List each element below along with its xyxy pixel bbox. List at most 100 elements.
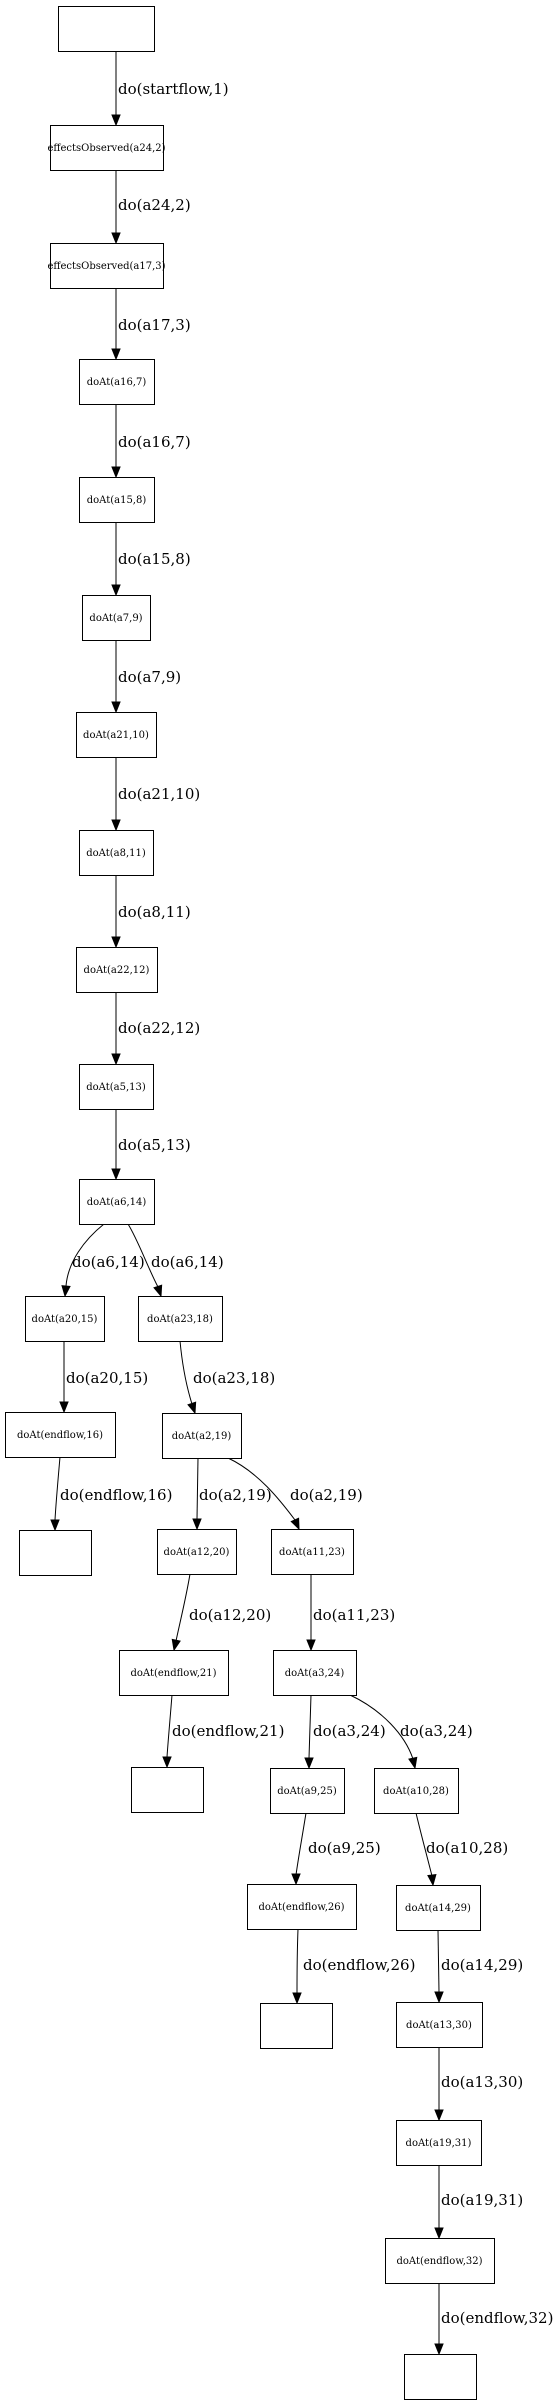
node: doAt(a11,23) (271, 1529, 354, 1575)
node-box (25, 1296, 105, 1342)
node-box (79, 477, 155, 523)
edge: do(a22,12) (111, 992, 200, 1066)
edge: do(a13,30) (434, 2047, 523, 2122)
edge-line (227, 1457, 296, 1521)
edge: do(a5,13) (111, 1109, 191, 1181)
edge: do(a17,3) (111, 288, 191, 361)
node-label: doAt(a20,15) (32, 1314, 98, 1325)
edge: do(a14,29) (434, 1929, 523, 2004)
edge: do(a19,31) (434, 2165, 523, 2240)
edge-label: do(a6,14) (151, 1253, 224, 1271)
node-box (82, 595, 151, 641)
edge-line (179, 1340, 193, 1405)
node: doAt(a7,9) (82, 595, 151, 641)
node-label: doAt(a21,10) (83, 730, 149, 741)
edge-label: do(a10,28) (426, 1839, 508, 1857)
edge-line (295, 1812, 307, 1876)
arrowhead-icon (61, 1285, 71, 1298)
empty-node (131, 1767, 204, 1813)
edge-label: do(a15,8) (118, 550, 191, 568)
edge-label: do(a13,30) (441, 2073, 523, 2091)
arrowhead-icon (192, 1518, 202, 1531)
edge: do(endflow,16) (50, 1456, 172, 1532)
edge-line (166, 1694, 173, 1758)
edge-label: do(a24,2) (118, 196, 191, 214)
edge: do(a21,10) (111, 757, 200, 832)
edge: do(a16,7) (111, 404, 191, 479)
edge: do(a23,18) (179, 1340, 275, 1415)
node: doAt(endflow,26) (247, 1884, 357, 1930)
node-box (5, 1412, 116, 1458)
edge-label: do(a11,23) (313, 1606, 395, 1624)
node: doAt(a20,15) (25, 1296, 105, 1342)
node: doAt(a16,7) (79, 359, 155, 405)
node-box (247, 1884, 357, 1930)
edge: do(a6,14) (127, 1223, 224, 1298)
node: doAt(a10,28) (374, 1768, 459, 1814)
node-label: effectsObserved(a17,3) (47, 261, 165, 272)
node-box (50, 125, 164, 171)
empty-node (19, 1530, 92, 1576)
node: doAt(a13,30) (396, 2002, 483, 2048)
edge-label: do(a16,7) (118, 433, 191, 451)
node: effectsObserved(a24,2) (47, 125, 166, 171)
edge-label: do(a20,15) (66, 1369, 148, 1387)
arrowhead-icon (434, 1991, 444, 2004)
arrowhead-icon (153, 1284, 163, 1298)
edge-line (437, 1929, 440, 1993)
edge-label: do(a2,19) (199, 1486, 272, 1504)
arrowhead-icon (111, 1168, 121, 1181)
edge: do(a7,9) (111, 640, 181, 714)
node-label: doAt(a11,23) (279, 1547, 345, 1558)
node-box (119, 1650, 229, 1696)
node-box (396, 2120, 482, 2166)
node-box (270, 1768, 345, 1814)
edge: do(a3,24) (349, 1694, 473, 1770)
edge-line (127, 1223, 159, 1288)
arrowhead-icon (111, 936, 121, 949)
node-box (79, 1179, 155, 1225)
node-box (50, 243, 164, 289)
node-label: doAt(a15,8) (87, 495, 147, 506)
edge-line (54, 1456, 61, 1521)
edge-line (196, 1457, 199, 1520)
arrowhead-icon (427, 1874, 437, 1887)
arrowhead-icon (111, 114, 121, 127)
edge: do(endflow,26) (292, 1928, 415, 2005)
edge-line (349, 1694, 414, 1760)
edge-label: do(a7,9) (118, 668, 181, 686)
edge: do(a6,14) (61, 1223, 145, 1298)
node-box (396, 2002, 483, 2048)
node-label: doAt(endflow,32) (396, 2256, 482, 2267)
node-label: doAt(a7,9) (89, 613, 142, 624)
node-box (58, 6, 155, 52)
edge-label: do(a17,3) (118, 316, 191, 334)
node: doAt(a8,11) (79, 830, 154, 876)
edge-label: do(a3,24) (313, 1722, 386, 1740)
arrowhead-icon (111, 584, 121, 597)
arrowhead-icon (408, 1756, 418, 1770)
arrowhead-icon (111, 232, 121, 245)
edge-label: do(startflow,1) (118, 80, 229, 98)
edge-label: do(a6,14) (72, 1253, 145, 1271)
arrowhead-icon (171, 1638, 181, 1652)
node-box (374, 1768, 459, 1814)
node: doAt(endflow,32) (385, 2238, 495, 2284)
edge-label: do(a23,18) (193, 1369, 275, 1387)
edge: do(endflow,32) (434, 2283, 553, 2356)
arrowhead-icon (111, 466, 121, 479)
node-label: doAt(endflow,26) (258, 1902, 344, 1913)
edge: do(a12,20) (171, 1573, 271, 1652)
edge: do(a8,11) (111, 875, 191, 949)
node-box (76, 947, 158, 993)
edge-label: do(endflow,26) (303, 1956, 415, 1974)
node: doAt(a19,31) (396, 2120, 482, 2166)
edge-line (65, 1223, 105, 1287)
edge-layer: do(startflow,1) do(a24,2) do(a17,3) do(a16,… (50, 51, 553, 2356)
node-label: doAt(a19,31) (406, 2138, 472, 2149)
edge: do(startflow,1) (111, 51, 229, 127)
node: doAt(endflow,16) (5, 1412, 116, 1458)
empty-node (404, 2354, 477, 2400)
node-box (79, 1064, 154, 1110)
